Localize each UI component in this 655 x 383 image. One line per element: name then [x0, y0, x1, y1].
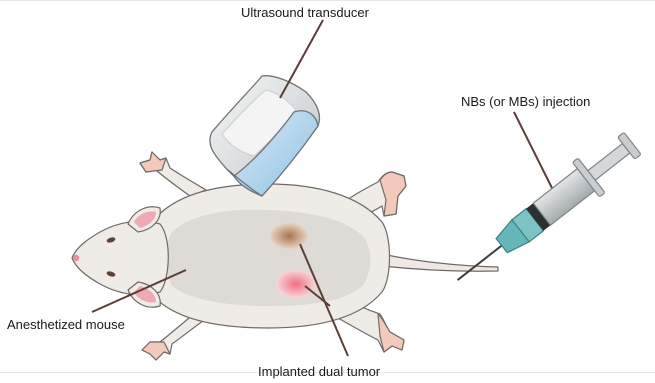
paw-front-upper	[140, 152, 166, 172]
tumor-brown	[270, 223, 308, 249]
paw-front-lower	[142, 342, 170, 360]
belly-shading	[166, 210, 370, 306]
label-injection: NBs (or MBs) injection	[461, 94, 590, 109]
syringe-needle	[458, 246, 502, 280]
tumor-pink	[276, 270, 316, 298]
leader-transducer	[280, 20, 323, 98]
syringe-plunger-rod	[588, 144, 630, 181]
leader-injection	[514, 112, 552, 188]
ultrasound-transducer	[210, 76, 320, 196]
label-implanted-dual-tumor: Implanted dual tumor	[258, 364, 381, 379]
mouse-nose	[73, 255, 79, 261]
mouse	[72, 152, 498, 360]
label-ultrasound-transducer: Ultrasound transducer	[241, 5, 370, 20]
label-anesthetized-mouse: Anesthetized mouse	[7, 317, 125, 332]
